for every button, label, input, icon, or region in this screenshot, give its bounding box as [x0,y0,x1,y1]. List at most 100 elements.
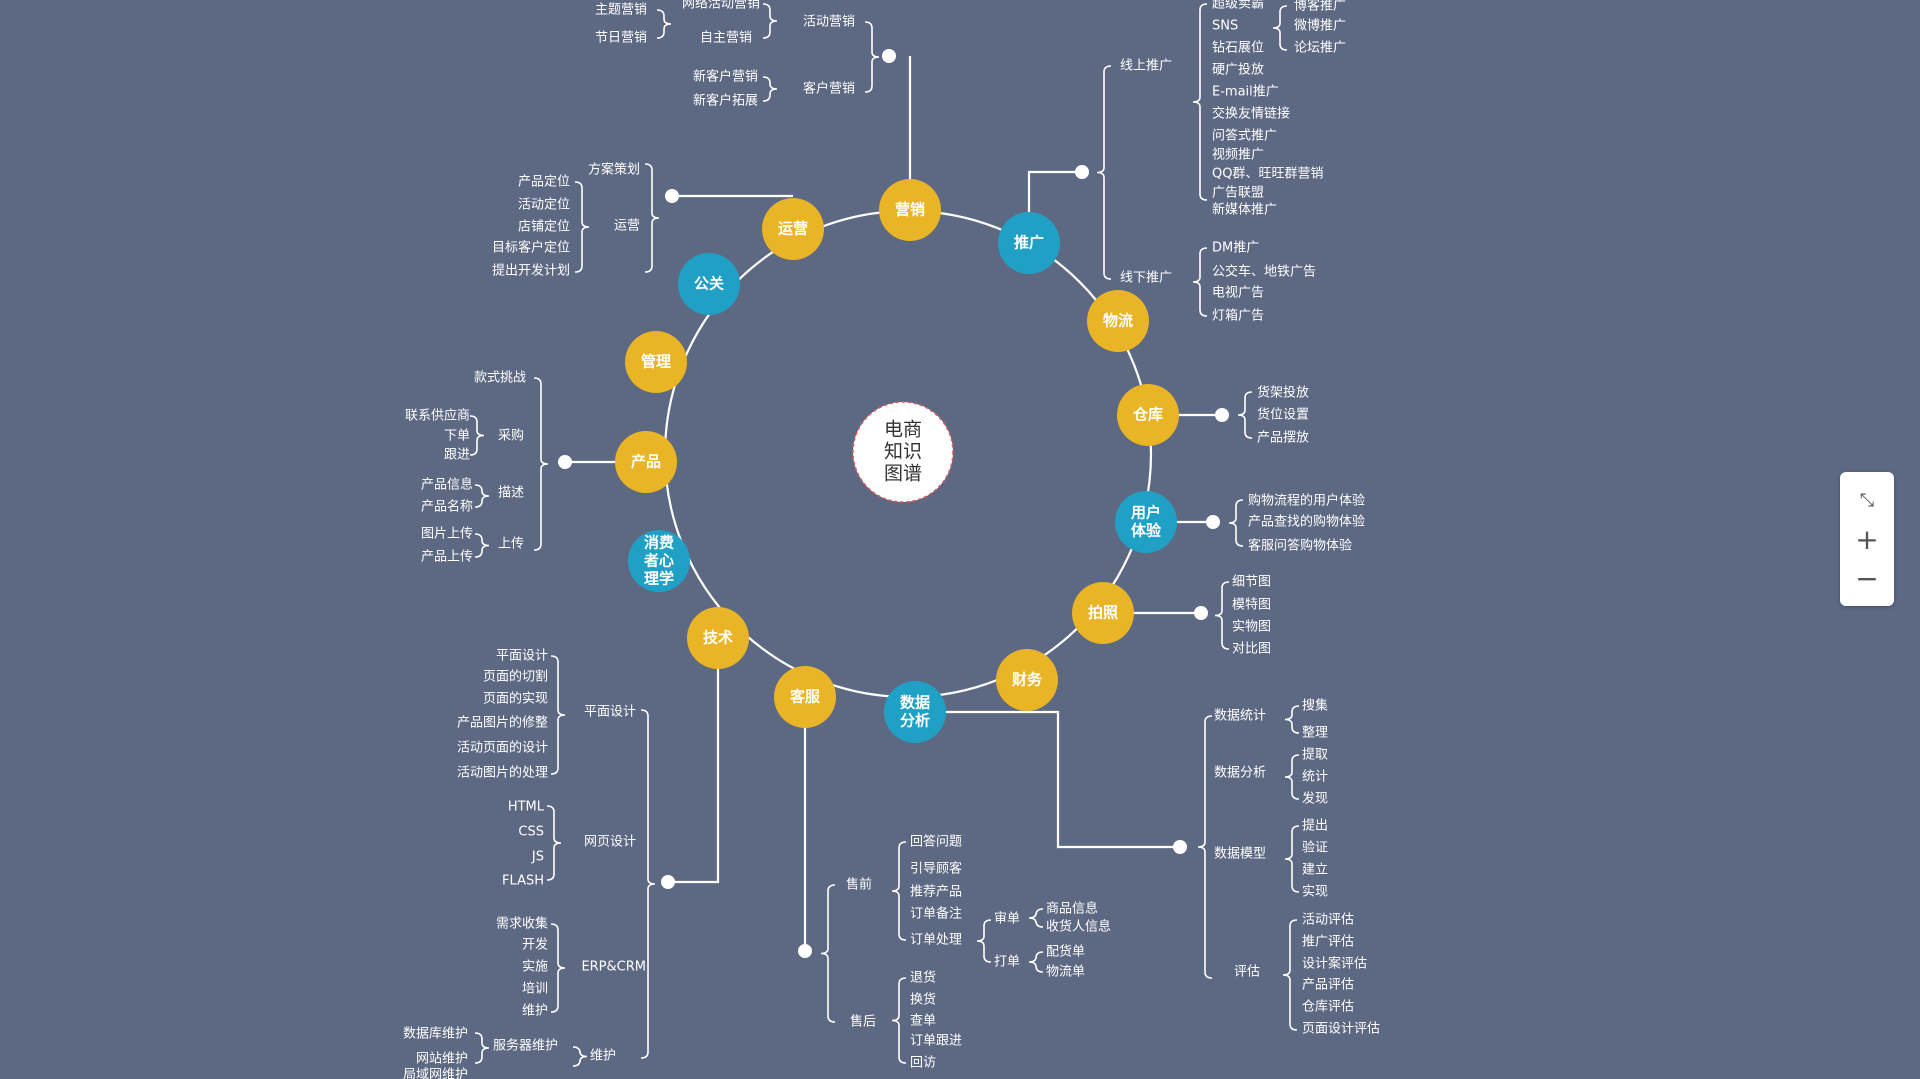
node-marketing-label: 营销 [895,201,925,219]
data-model-label: 数据模型 [1214,847,1266,862]
ops-planning-label: 方案策划 [588,162,640,178]
node-manage-circle [625,331,687,393]
node-service-label: 客服 [789,688,821,706]
ops-item: 目标客户定位 [492,240,570,256]
node-promotion: 推广 [998,212,1060,274]
analysis-item: 统计 [1302,770,1328,785]
node-photo: 拍照 [1072,582,1134,644]
review-item: 商品信息 [1046,901,1098,917]
node-ops-circle [762,198,824,260]
post-bracket [891,977,907,1064]
service-pre-label: 售前 [846,877,872,893]
connector-line [915,710,1180,849]
photo-item: 对比图 [1232,642,1271,657]
pre-item: 推荐产品 [910,885,962,900]
ops-item: 提出开发计划 [492,263,570,279]
online-item: 超级卖霸 [1212,0,1264,12]
service-print-label: 打单 [994,955,1020,970]
activity-holiday-label: 节日营销 [595,31,647,46]
model-item: 验证 [1302,840,1328,856]
collapse-icon[interactable]: ⤡ [1859,489,1875,511]
node-photo-label: 拍照 [1088,604,1118,622]
node-warehouse-label: 仓库 [1132,406,1163,424]
customer-marketing-item: 新客户营销 [693,69,758,85]
eval-item: 活动评估 [1302,913,1354,928]
post-item: 退货 [910,970,936,986]
marketing-customer-label: 客户营销 [803,81,855,97]
node-ux: 用户体验 [1115,491,1177,553]
promotion-junction [1075,165,1089,179]
node-ops: 运营 [762,198,824,260]
customer-marketing-item: 新客户拓展 [693,93,758,109]
online-item: 钻石展位 [1212,41,1264,56]
ux-item: 产品查找的购物体验 [1248,514,1365,530]
sns-item: 论坛推广 [1294,41,1346,56]
warehouse-bracket [1237,391,1253,439]
product-bracket [533,377,549,551]
data-analysis-label: 数据分析 [1214,766,1266,781]
warehouse-item: 货架投放 [1257,385,1309,401]
model-bracket [1284,825,1300,893]
offline-item: 电视广告 [1212,286,1264,301]
review-item: 收货人信息 [1046,919,1111,935]
data-bracket [1197,715,1213,979]
purchase-item: 联系供应商 [405,408,470,424]
describe-item: 产品信息 [421,477,473,493]
model-item: 实现 [1302,885,1328,900]
eval-item: 仓库评估 [1302,999,1354,1015]
server-bracket [474,1032,490,1064]
upload-item: 图片上传 [421,527,473,542]
ux-bracket [1228,499,1244,547]
marketing-junction [882,49,896,63]
analysis-bracket [1284,754,1300,800]
promotion-offline-label: 线下推广 [1120,271,1172,286]
tech-graphic-label: 平面设计 [584,705,636,720]
node-logistics: 物流 [1087,290,1149,352]
center-label: 图谱 [884,463,922,485]
photo-item: 模特图 [1232,598,1271,613]
warehouse-item: 产品摆放 [1257,431,1309,446]
node-warehouse: 仓库 [1117,384,1179,446]
online-item: 视频推广 [1212,148,1264,163]
service-review-label: 审单 [994,912,1020,927]
offline-item: DM推广 [1212,241,1259,256]
online-item: SNS [1212,19,1238,34]
ux-item: 购物流程的用户体验 [1248,493,1365,509]
pre-item: 回答问题 [910,834,962,850]
web-bracket [546,805,562,881]
node-photo-circle [1072,582,1134,644]
service-bracket [820,884,836,1023]
tech-junction [661,875,675,889]
node-product-label: 产品 [631,453,661,471]
node-tech-label: 技术 [703,629,733,647]
graphic-item: 平面设计 [496,649,548,664]
zoom-out-icon[interactable]: − [1855,561,1879,595]
review-bracket [1028,908,1044,928]
server-item: 局域网维护 [403,1068,468,1079]
zoom-in-icon[interactable]: + [1855,522,1879,556]
tech-maint-label: 维护 [590,1049,616,1064]
node-ops-label: 运营 [778,220,808,238]
analysis-item: 提取 [1302,747,1328,763]
server-item: 数据库维护 [403,1026,468,1042]
service-junction [798,944,812,958]
node-ux-circle [1115,491,1177,553]
marketing-bracket [864,21,880,93]
node-warehouse-circle [1117,384,1179,446]
sns-item: 博客推广 [1294,0,1346,14]
node-ux-label: 体验 [1131,522,1162,540]
activity-self-label: 自主营销 [700,31,752,46]
zoom-panel: ⤡ + − [1840,472,1894,606]
maint-bracket [572,1046,588,1067]
theme-bracket [656,9,672,39]
customer-bracket [762,76,778,102]
tech-web-label: 网页设计 [584,835,636,850]
eval-item: 推广评估 [1302,935,1354,950]
photo-item: 细节图 [1232,575,1271,590]
online-item: 广告联盟 [1212,186,1264,201]
eval-item: 设计案评估 [1302,957,1367,972]
center-label: 电商 [884,419,922,441]
print-item: 物流单 [1046,965,1085,980]
